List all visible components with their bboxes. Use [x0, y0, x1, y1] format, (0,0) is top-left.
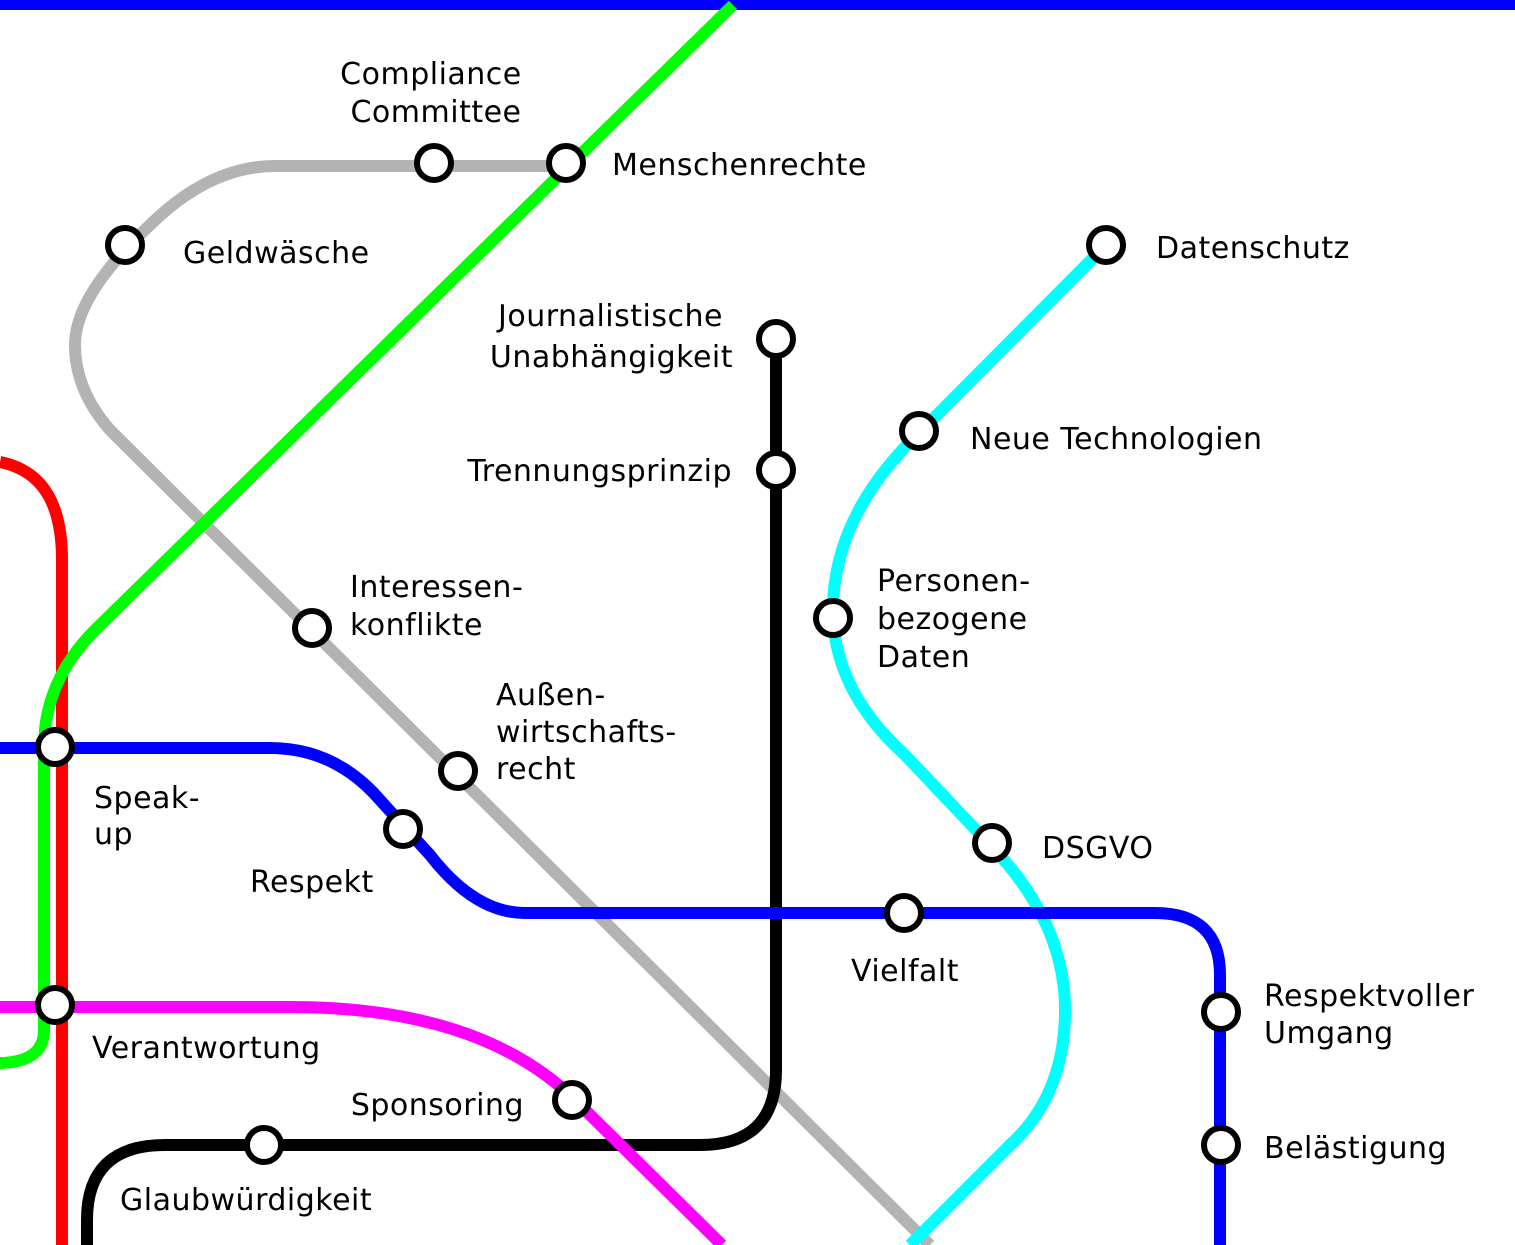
station-trennungsprinzip[interactable] — [756, 450, 796, 490]
station-datenschutz[interactable] — [1086, 225, 1126, 265]
label-menschenrechte: Menschenrechte — [612, 148, 867, 183]
label-personenbezogene-daten: Personen- bezogene Daten — [877, 564, 1041, 675]
label-geldwaesche: Geldwäsche — [183, 236, 370, 271]
label-compliance-committee: Compliance Committee — [340, 57, 532, 130]
label-speak-up: Speak- up — [94, 781, 210, 852]
station-neue-technologien[interactable] — [899, 411, 939, 451]
label-datenschutz: Datenschutz — [1156, 231, 1350, 266]
station-glaubwuerdigkeit[interactable] — [244, 1125, 284, 1165]
label-glaubwuerdigkeit: Glaubwürdigkeit — [120, 1183, 372, 1218]
station-journalistische-unabhaengigkeit[interactable] — [756, 319, 796, 359]
blue-line — [0, 742, 1226, 1245]
station-belaestigung[interactable] — [1201, 1125, 1241, 1165]
label-trennungsprinzip: Trennungsprinzip — [466, 454, 732, 489]
station-vielfalt[interactable] — [884, 893, 924, 933]
cyan-line — [827, 241, 1110, 1245]
label-vielfalt: Vielfalt — [851, 954, 959, 989]
label-respektvoller-umgang: Respektvoller Umgang — [1264, 979, 1484, 1051]
label-aussenwirtschaftsrecht: Außen- wirtschafts- recht — [496, 678, 687, 787]
gray-line — [69, 160, 935, 1245]
station-respekt[interactable] — [383, 809, 423, 849]
label-belaestigung: Belästigung — [1264, 1131, 1447, 1166]
label-interessenkonflikte: Interessen- konflikte — [350, 570, 533, 643]
label-journalistische-unabhaengigkeit: Journalistische Unabhängigkeit — [490, 299, 733, 375]
station-personenbezogene-daten[interactable] — [813, 598, 853, 638]
label-respekt: Respekt — [250, 865, 374, 900]
label-dsgvo: DSGVO — [1042, 831, 1154, 866]
station-dsgvo[interactable] — [972, 823, 1012, 863]
station-speak-up[interactable] — [35, 727, 75, 767]
label-sponsoring: Sponsoring — [351, 1088, 524, 1123]
station-compliance-committee[interactable] — [414, 143, 454, 183]
red-line — [0, 456, 68, 1245]
top-bar — [0, 0, 1515, 10]
station-respektvoller-umgang[interactable] — [1201, 992, 1241, 1032]
label-neue-technologien: Neue Technologien — [970, 422, 1263, 457]
magenta-line — [0, 1001, 727, 1245]
station-geldwaesche[interactable] — [105, 225, 145, 265]
station-menschenrechte[interactable] — [546, 143, 586, 183]
station-verantwortung[interactable] — [35, 985, 75, 1025]
label-verantwortung: Verantwortung — [92, 1031, 321, 1066]
black-line — [81, 340, 782, 1245]
station-interessenkonflikte[interactable] — [292, 608, 332, 648]
station-aussenwirtschaftsrecht[interactable] — [438, 751, 478, 791]
station-sponsoring[interactable] — [552, 1080, 592, 1120]
